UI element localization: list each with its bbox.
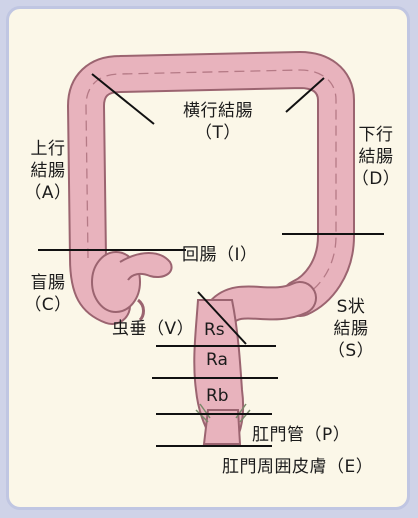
segment-ra: Ra bbox=[206, 350, 228, 370]
label-ileum: 回腸（I） bbox=[182, 244, 258, 266]
label-ascending: 上行 結腸 （A） bbox=[18, 138, 78, 204]
label-appendix: 虫垂（V） bbox=[112, 318, 194, 340]
label-perianal-skin: 肛門周囲皮膚（E） bbox=[222, 456, 373, 478]
label-cecum: 盲腸 （C） bbox=[18, 272, 78, 316]
ileum-tube bbox=[120, 253, 172, 280]
anal-canal bbox=[204, 410, 240, 444]
label-descending: 下行 結腸 （D） bbox=[346, 124, 406, 190]
label-transverse: 横行結腸 （T） bbox=[168, 100, 268, 144]
label-sigmoid: S状 結腸 （S） bbox=[316, 296, 386, 362]
appendix-shape bbox=[138, 300, 144, 320]
segment-rb: Rb bbox=[206, 386, 229, 406]
segment-rs: Rs bbox=[204, 320, 225, 340]
label-anal-canal: 肛門管（P） bbox=[252, 424, 350, 446]
